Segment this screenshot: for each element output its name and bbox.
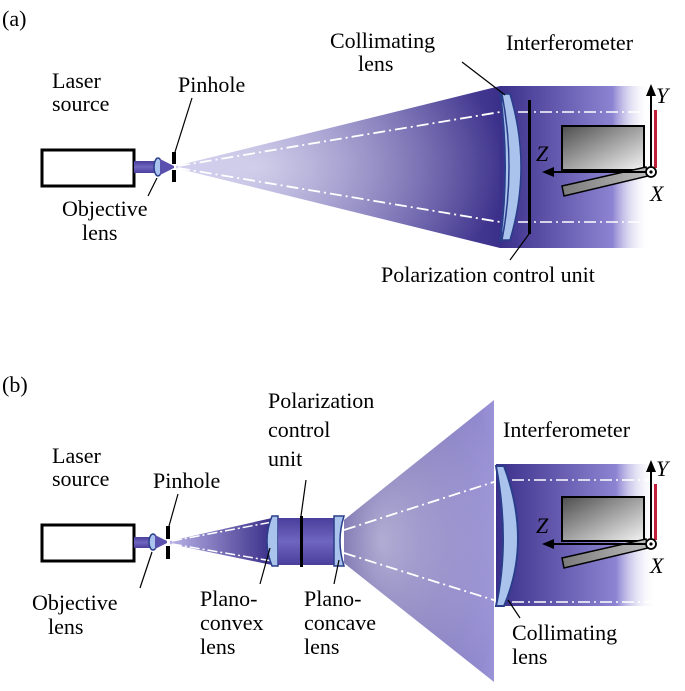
collimating-lens-label-line2: lens [512,644,547,669]
beam-edge-upper-1 [171,521,273,542]
plano-concave-lens [333,515,346,567]
pinhole-label: Pinhole [178,72,245,97]
polarization-label-line1: Polarization [268,388,374,413]
polarization-control-label: Polarization control unit [381,262,595,287]
y-axis-arrow [646,84,656,96]
laser-source-box [40,523,136,563]
objective-lens-leader [139,551,153,589]
collimating-lens-label-line2: lens [358,51,393,76]
plano-concave-label-line2: concave [304,610,376,635]
beam-edge-upper [177,111,501,167]
polarization-plate [300,516,303,567]
collimating-lens-body [501,93,522,241]
diverging-beam-1 [170,518,272,565]
interferometer-label: Interferometer [506,30,634,55]
plano-convex-label-line1: Plano- [200,586,257,611]
z-axis-label: Z [536,141,549,166]
laser-source-label-line2: source [52,466,109,491]
objective-lens-label-line1: Objective [32,590,118,615]
polarization-leader [300,479,307,517]
laser-source-label-line2: source [52,91,109,116]
pinhole-label: Pinhole [153,468,220,493]
interferometer-reference-box [561,496,645,542]
panel-b-tag: (b) [2,372,28,397]
panel-a-tag: (a) [2,6,26,31]
pinhole-plate-bottom [172,170,176,182]
laser-beam [134,537,152,548]
z-axis-arrow [542,167,554,177]
plano-convex-label-line3: lens [200,634,235,659]
diverging-beam-glow [176,86,500,248]
y-axis-label: Y [656,83,671,108]
focusing-beam [155,535,167,549]
pinhole-plate-bottom [166,546,170,559]
y-axis-label: Y [656,456,671,481]
beam-edge-lower-2 [343,552,501,603]
laser-source-label-line1: Laser [52,68,102,93]
collimating-lens-leader [461,61,506,96]
collimating-lens-label-line1: Collimating [330,28,435,53]
beam-edge-upper-2 [343,479,501,531]
z-axis-arrow [542,539,554,549]
polarization-label-line2: control [268,417,330,442]
polarization-leader [509,233,530,261]
pinhole-plate-top [166,526,170,539]
laser-source-box [40,148,136,188]
diverging-beam-2-glow [344,400,494,682]
beam-edge-lower [177,167,501,223]
objective-lens-label-line2: lens [82,220,117,245]
plano-convex-lens [266,515,279,567]
y-axis-marker [654,484,657,540]
pinhole-plate-top [172,152,176,164]
plano-concave-label-line3: lens [304,634,339,659]
plano-concave-leader [333,559,340,585]
polarization-plate [528,100,531,234]
x-axis-origin-dot [649,170,653,174]
objective-lens-leader [147,177,158,197]
x-axis-origin-dot [649,542,653,546]
pinhole-leader [168,493,179,527]
panel-b: (b) Laser source Objective lens Pinhole … [2,372,671,682]
polarization-label-line3: unit [268,446,302,471]
focusing-beam [160,159,174,175]
collimating-lens-label-line1: Collimating [512,620,617,645]
objective-lens-label-line1: Objective [62,196,148,221]
plano-convex-leader [259,547,271,585]
plano-concave-label-line1: Plano- [304,586,361,611]
collimating-lens-leader [507,599,521,619]
laser-source-label-line1: Laser [52,443,102,468]
interferometer-reference-box [561,125,645,171]
middle-collimated-beam [278,518,338,565]
plano-convex-label-line2: convex [200,610,264,635]
beam-edge-lower-1 [171,543,273,562]
collimating-lens [494,465,519,607]
x-axis-label: X [649,553,665,578]
y-axis-marker [654,110,657,168]
x-axis-label: X [649,181,665,206]
panel-a: (a) Laser source Objective lens Pinhole [2,6,671,287]
interferometer-label: Interferometer [503,417,631,442]
objective-lens-label-line2: lens [48,614,83,639]
pinhole-leader [174,97,193,153]
z-axis-label: Z [536,513,549,538]
y-axis-arrow [646,460,656,472]
